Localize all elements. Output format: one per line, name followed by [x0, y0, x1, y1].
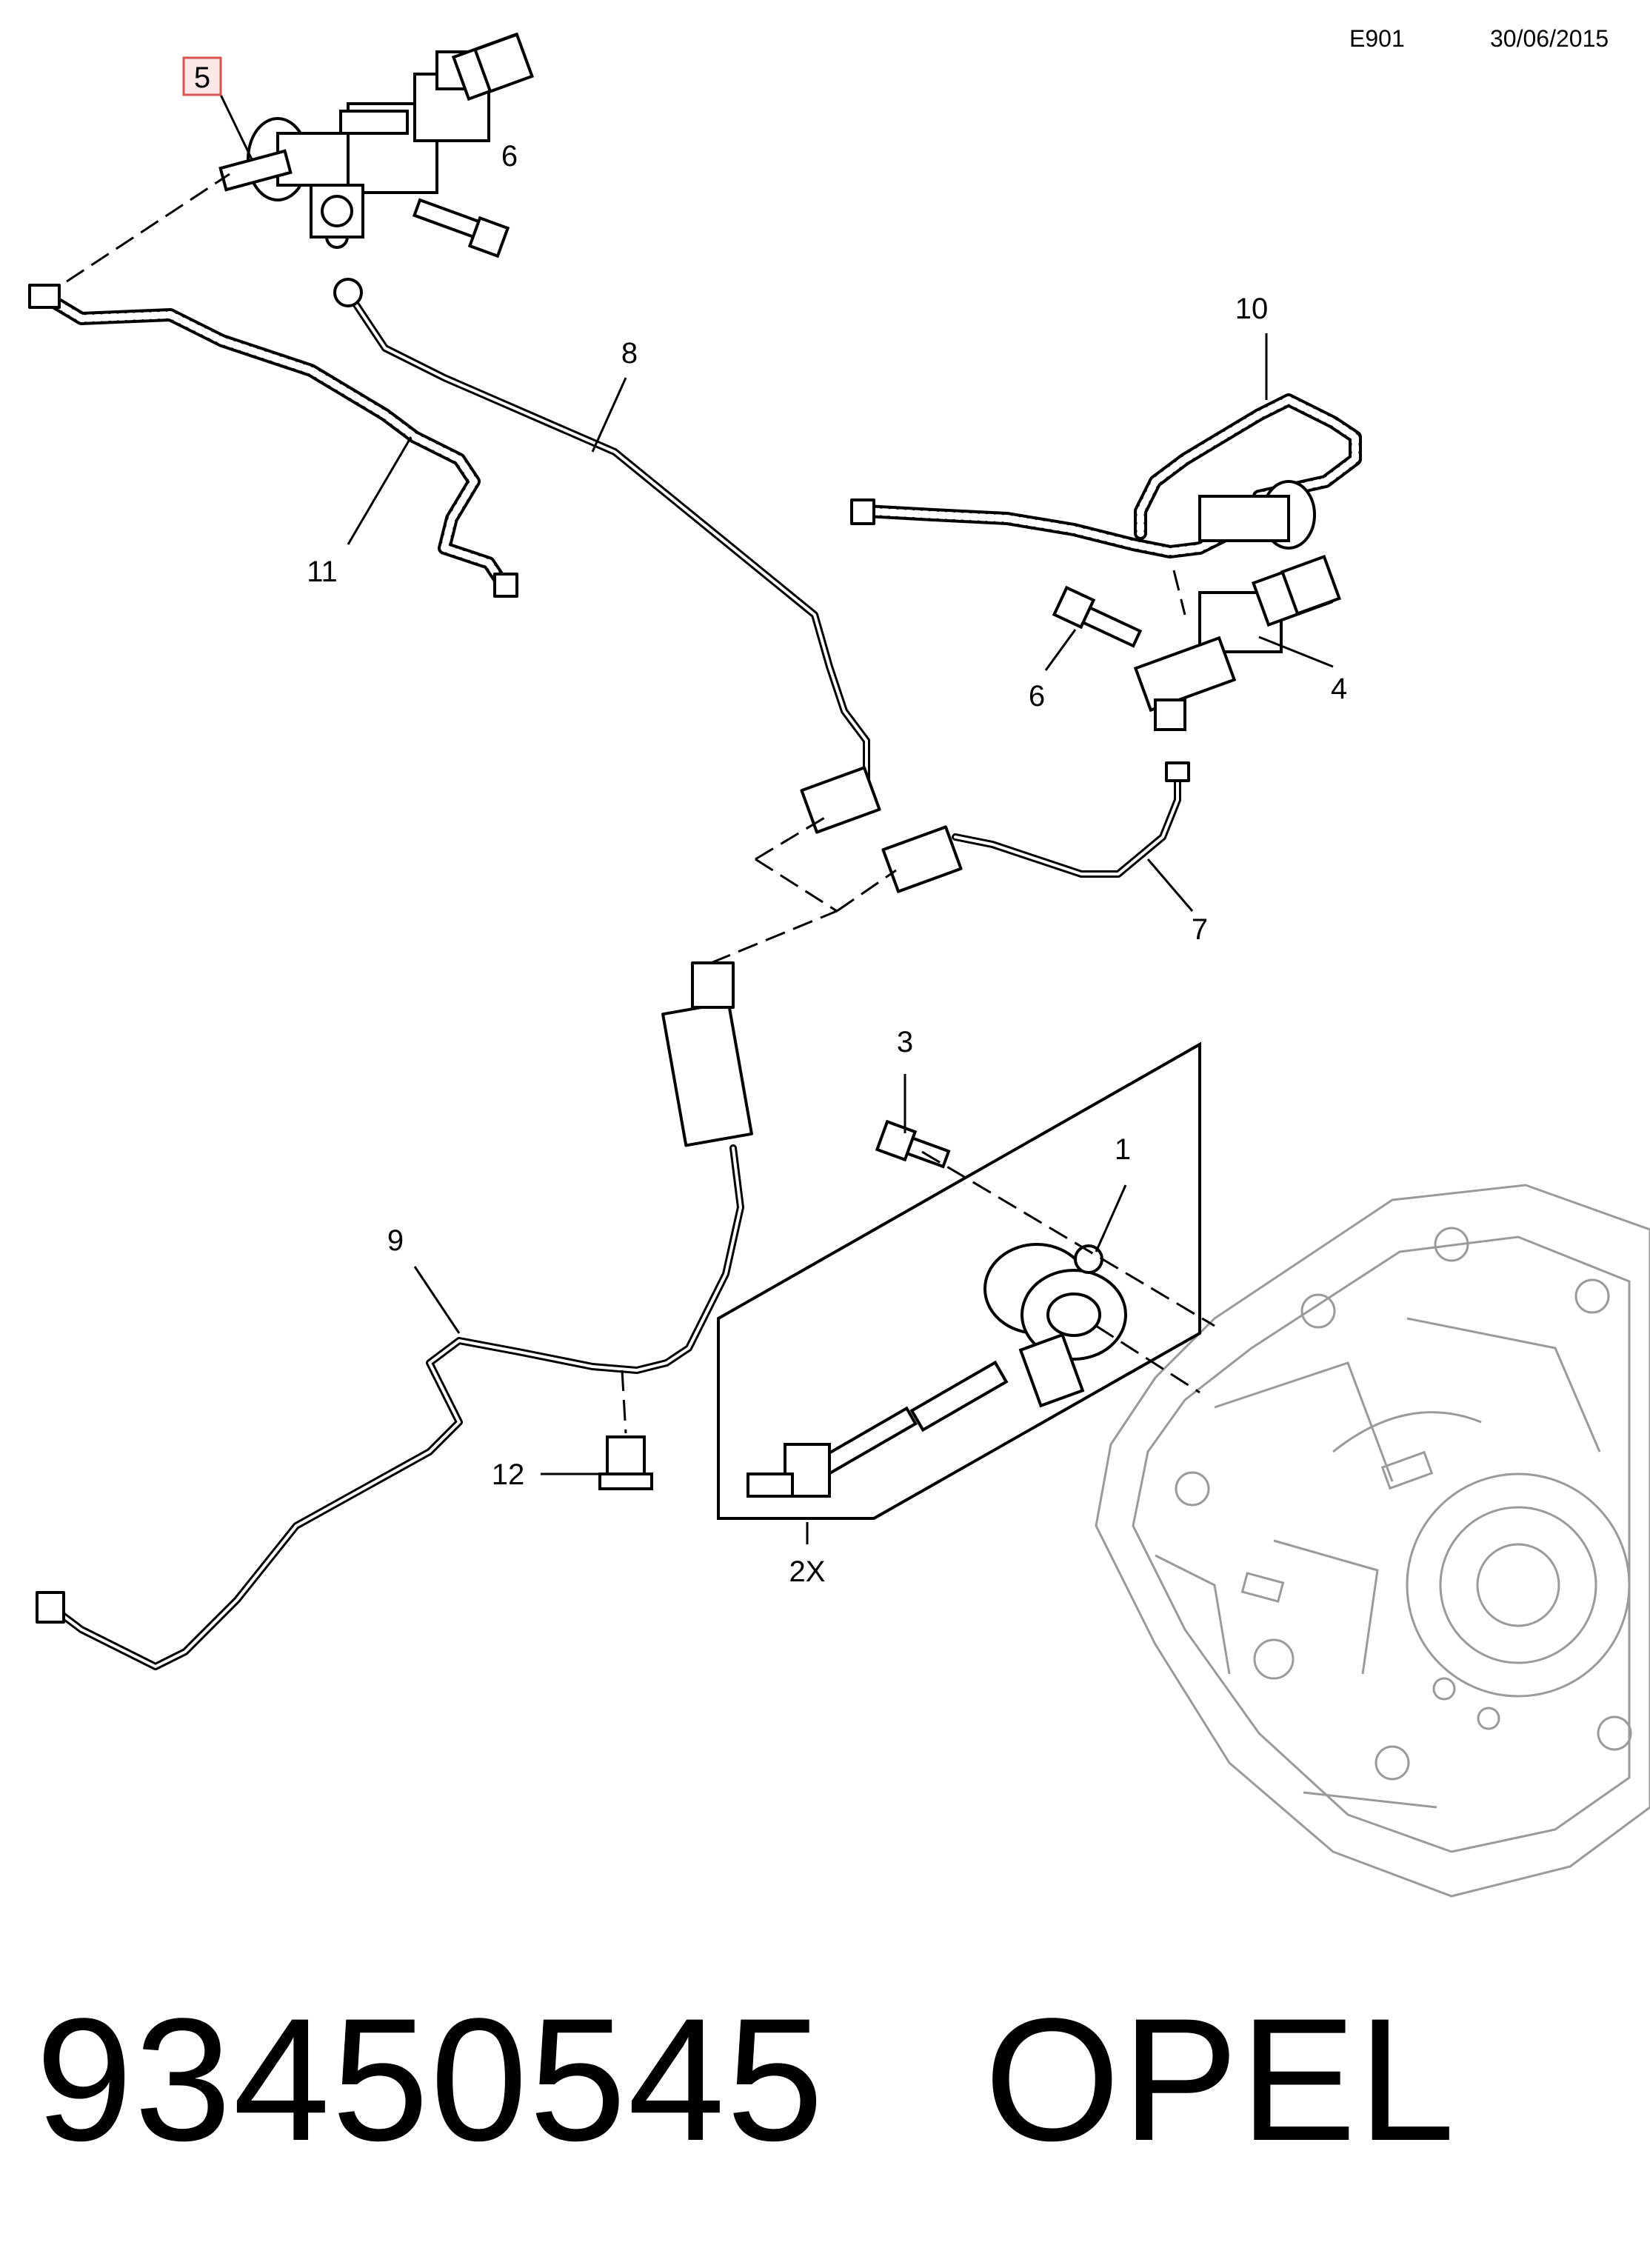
master-cylinder-4	[1133, 480, 1342, 731]
callout-7: 7	[1192, 913, 1208, 946]
assembly-lines	[66, 173, 1215, 1434]
callout-11: 11	[307, 556, 338, 588]
callout-8: 8	[621, 337, 638, 370]
callout-2x: 2X	[789, 1555, 826, 1588]
transmission-housing	[1095, 1184, 1650, 1898]
reservoir-hose-11	[28, 284, 518, 598]
diagram-date: 30/06/2015	[1490, 25, 1609, 52]
clip-12	[598, 1435, 653, 1490]
callout-6-upper: 6	[501, 140, 518, 173]
callout-4: 4	[1331, 673, 1347, 705]
slave-cylinder-1	[746, 1243, 1127, 1498]
callout-3: 3	[897, 1026, 913, 1058]
bolt-6a	[412, 198, 510, 259]
bolt-6b	[1052, 585, 1143, 648]
callout-10: 10	[1235, 293, 1269, 325]
callout-12: 12	[492, 1458, 525, 1491]
callout-9: 9	[387, 1224, 404, 1257]
diagram-code: E901	[1349, 25, 1405, 52]
part-number: 93450545	[36, 1982, 826, 2178]
quick-connector	[661, 766, 963, 1147]
callout-1: 1	[1115, 1133, 1131, 1166]
kit-box-2x	[717, 1041, 1201, 1520]
hydraulic-line-8	[325, 225, 870, 789]
leader-lines	[219, 94, 1334, 1544]
master-cylinder-5	[218, 32, 535, 239]
hydraulic-line-9	[36, 1144, 744, 1670]
callout-5: 5	[194, 61, 210, 94]
callout-5-highlight	[182, 56, 222, 96]
callout-6-lower: 6	[1029, 680, 1045, 713]
bolt-3	[875, 1119, 951, 1169]
callouts: 5 6 10 8 11 6 4 7 3 1 9 12 2X	[194, 61, 1347, 1588]
brand-name: OPEL	[984, 1982, 1457, 2178]
hydraulic-line-7	[952, 761, 1190, 878]
